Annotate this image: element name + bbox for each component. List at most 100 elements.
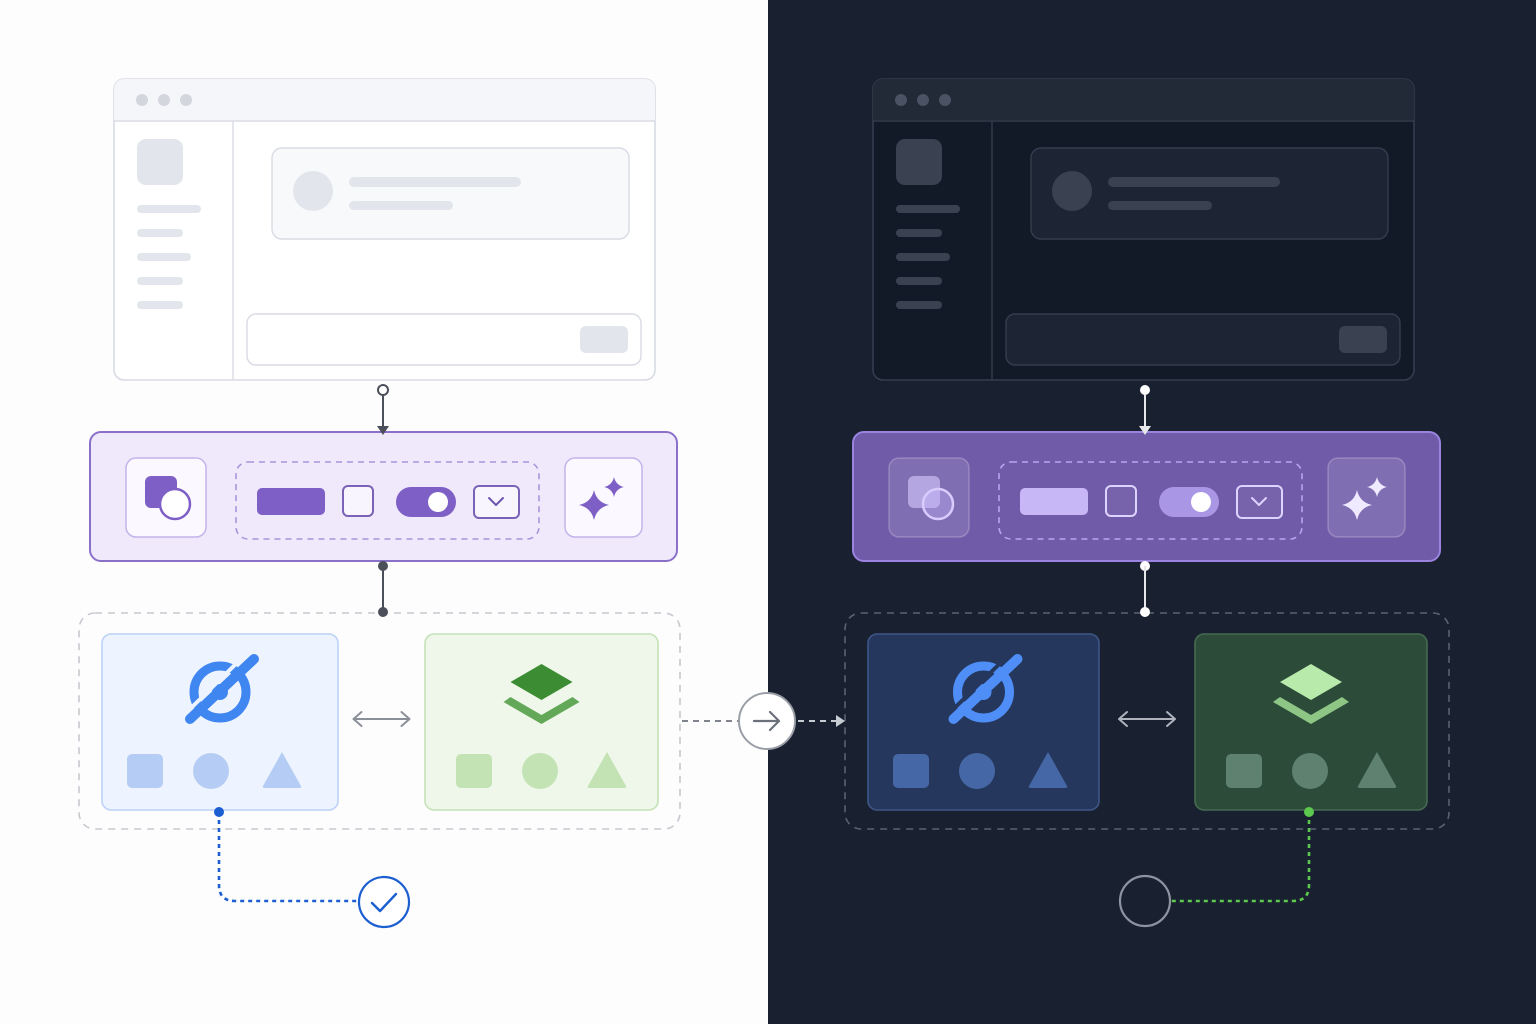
transition-button[interactable] [738, 692, 796, 750]
light-component-toolbar [89, 431, 678, 562]
dark-browser-window [872, 78, 1415, 381]
sparkles-tile[interactable] [1327, 457, 1406, 538]
checkbox-preview[interactable] [342, 485, 374, 517]
light-browser-window [113, 78, 656, 381]
dark-connector-arrowhead [1139, 426, 1151, 435]
layers-card-circle-shape [522, 753, 558, 789]
content-card [1030, 147, 1389, 240]
sparkles-icon [579, 490, 609, 520]
layers-card-triangle-shape [1357, 752, 1397, 788]
shapes-icon-circle [158, 487, 192, 521]
content-card-title-line [349, 177, 521, 187]
component-preview-group [235, 461, 540, 540]
transition-arrowhead [836, 715, 845, 727]
check-icon [370, 892, 398, 913]
sidebar-item-5[interactable] [896, 301, 942, 309]
focus-card[interactable] [101, 633, 339, 811]
window-control-dot-3[interactable] [180, 94, 192, 106]
focus-slash-gap [948, 650, 1014, 714]
dark-card-group [844, 612, 1450, 830]
checkbox-preview[interactable] [1105, 485, 1137, 517]
shapes-icon-circle [921, 487, 955, 521]
success-check [357, 875, 411, 929]
light-connector-node-bottom [378, 607, 388, 617]
dark-status-path [1171, 812, 1311, 903]
shapes-icon [908, 476, 940, 508]
layers-card[interactable] [424, 633, 659, 811]
light-status-path [217, 812, 357, 903]
focus-target-icon [953, 661, 1014, 723]
layers-card[interactable] [1194, 633, 1428, 811]
sidebar-item-4[interactable] [896, 277, 942, 285]
sparkle-small-icon [604, 477, 624, 497]
sidebar-item-5[interactable] [137, 301, 183, 309]
sidebar-item-2[interactable] [137, 229, 183, 237]
focus-card-square-shape [893, 754, 929, 788]
bidirectional-arrow-icon [352, 711, 411, 727]
focus-card-circle-shape [959, 753, 995, 789]
layers-icon-lower [1273, 697, 1349, 724]
layers-icon [510, 664, 573, 700]
sidebar-item-3[interactable] [137, 253, 191, 261]
focus-card-triangle-shape [262, 752, 302, 788]
bidirectional-arrow-icon [1118, 711, 1176, 727]
layers-card-square-shape [456, 754, 492, 788]
chevron-down-icon [1251, 497, 1267, 506]
light-connector-arrowhead [377, 426, 389, 435]
window-control-dot-2[interactable] [917, 94, 929, 106]
content-card-avatar [1052, 171, 1092, 211]
layers-card-circle-shape [1292, 753, 1328, 789]
window-titlebar [114, 79, 655, 120]
focus-slash [948, 654, 1023, 724]
send-button[interactable] [1339, 326, 1387, 353]
layers-card-square-shape [1226, 754, 1262, 788]
sparkle-small-icon [1367, 477, 1387, 497]
toggle-knob [428, 492, 448, 512]
dark-connector-node-top [1140, 385, 1150, 395]
sidebar-item-1[interactable] [137, 205, 201, 213]
success-check-circle [357, 875, 411, 929]
layers-icon-lower [503, 697, 580, 724]
light-connector-node-top [377, 384, 389, 396]
sidebar-item-4[interactable] [137, 277, 183, 285]
message-input[interactable] [246, 313, 642, 366]
button-preview[interactable] [1020, 488, 1088, 515]
sidebar-item-2[interactable] [896, 229, 942, 237]
pending-status-circle [1118, 874, 1172, 928]
button-preview[interactable] [257, 488, 325, 515]
window-control-dot-1[interactable] [895, 94, 907, 106]
window-control-dot-2[interactable] [158, 94, 170, 106]
window-titlebar [873, 79, 1414, 120]
toggle-knob [1191, 492, 1211, 512]
content-card-title-line [1108, 177, 1280, 187]
sidebar-item-1[interactable] [896, 205, 960, 213]
arrow-right-icon [752, 710, 781, 732]
sparkles-tile[interactable] [564, 457, 643, 538]
content-card-avatar [293, 171, 333, 211]
focus-target-icon [189, 661, 251, 723]
chevron-down-icon [488, 497, 504, 506]
sidebar-item-3[interactable] [896, 253, 950, 261]
sparkles-icon [1342, 490, 1372, 520]
focus-slash-gap [185, 650, 250, 714]
layers-icon [1280, 664, 1342, 700]
focus-card-square-shape [127, 754, 163, 788]
focus-slash [185, 654, 259, 724]
content-card-subtitle-line [349, 201, 453, 210]
dark-component-toolbar [852, 431, 1441, 562]
sidebar-avatar-placeholder [896, 139, 942, 185]
dropdown-preview[interactable] [1236, 485, 1283, 519]
message-input[interactable] [1005, 313, 1401, 366]
sidebar-avatar-placeholder [137, 139, 183, 185]
light-card-group [78, 612, 681, 830]
dark-connector-node-bottom [1140, 607, 1150, 617]
content-card-subtitle-line [1108, 201, 1212, 210]
window-control-dot-3[interactable] [939, 94, 951, 106]
dropdown-preview[interactable] [473, 485, 520, 519]
focus-card[interactable] [867, 633, 1100, 811]
card-group-outline [78, 612, 681, 830]
focus-card-triangle-shape [1028, 752, 1068, 788]
window-control-dot-1[interactable] [136, 94, 148, 106]
send-button[interactable] [580, 326, 628, 353]
